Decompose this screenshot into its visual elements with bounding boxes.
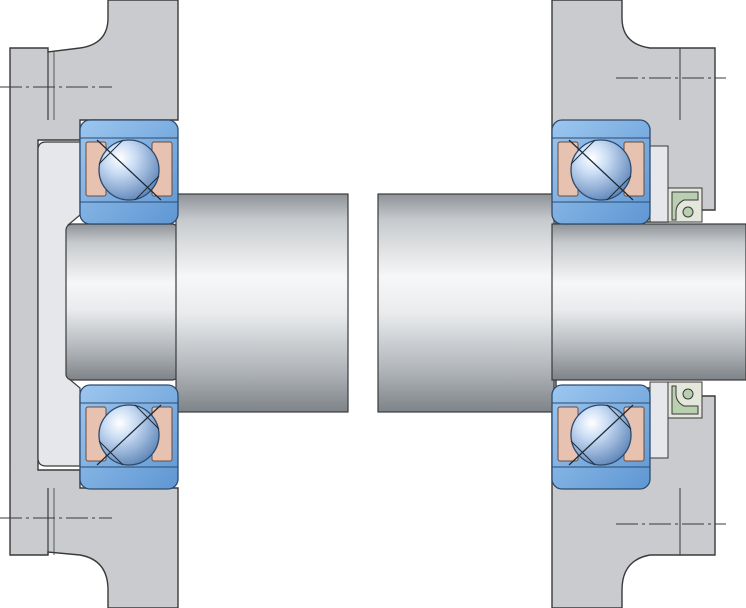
right-housing-cover-top <box>649 145 669 223</box>
seal-top <box>667 187 703 223</box>
seal-bottom <box>667 381 703 419</box>
shaft-left-journal <box>65 223 179 381</box>
bearing-left-bottom <box>79 384 179 490</box>
bearing-right-top <box>551 119 651 225</box>
bearing-right-bottom <box>551 384 651 490</box>
end-cover <box>37 141 81 467</box>
shaft-left-body <box>175 193 349 413</box>
left-housing-upper <box>9 0 179 608</box>
bearing-left-top <box>79 119 179 225</box>
shaft-right-journal <box>551 223 746 381</box>
shaft-right-body <box>377 193 555 413</box>
right-housing-cover-bottom <box>649 381 669 459</box>
